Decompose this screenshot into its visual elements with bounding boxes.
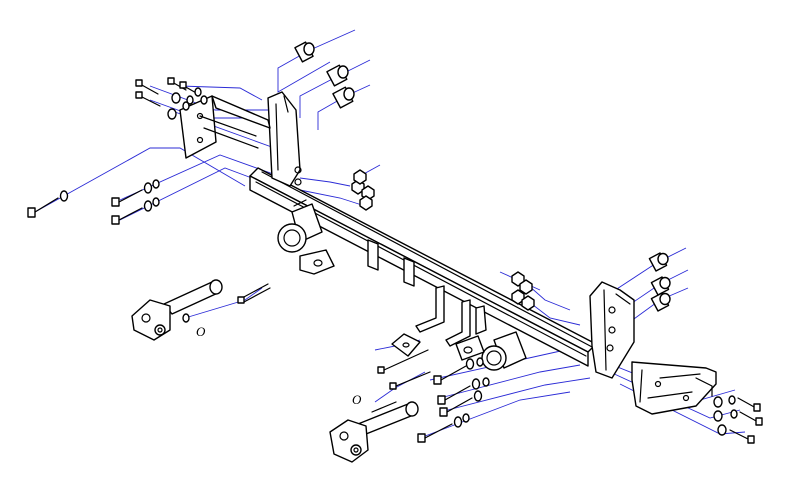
- left-safety-chain-receiver: [277, 199, 335, 275]
- left-hitch-pin-assembly: O: [131, 279, 271, 341]
- o-ring-label-left: O: [196, 324, 206, 339]
- diamond-plate: [391, 333, 421, 357]
- main-hitch-crossbar: [249, 91, 635, 379]
- right-safety-chain-receiver: [455, 331, 527, 371]
- lower-right-bolt-set: [417, 357, 490, 443]
- right-bracket-bolt-set: [713, 395, 763, 444]
- right-lower-mounting-bracket: [631, 361, 717, 415]
- right-nut-set: [511, 271, 535, 311]
- left-spacer-tubes: [294, 41, 355, 109]
- right-spacer-tubes: [648, 252, 671, 312]
- o-ring-label-bottom: O: [352, 392, 362, 407]
- left-bolt-set: [27, 77, 208, 225]
- left-upper-mounting-bracket: [179, 95, 271, 159]
- bottom-hitch-pin-assembly: O: [329, 333, 431, 463]
- center-nut-set: [351, 169, 375, 211]
- right-frame-bracket: [589, 281, 635, 379]
